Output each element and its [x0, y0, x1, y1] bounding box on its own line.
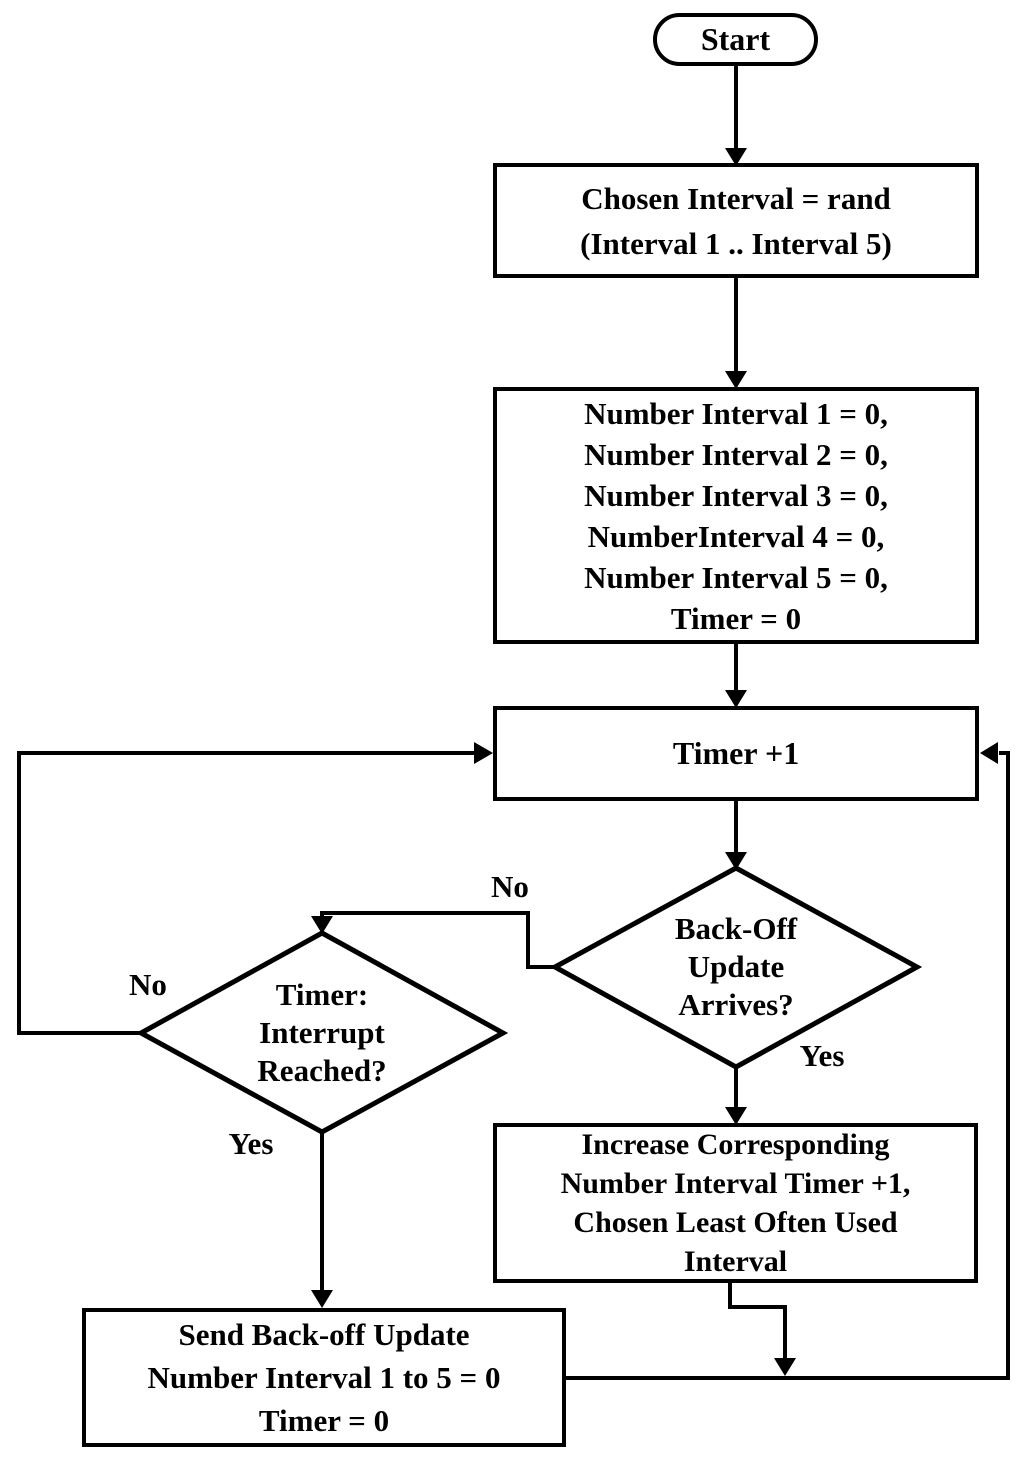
interrupt-line: Reached?: [257, 1053, 387, 1088]
send-line: Timer = 0: [258, 1403, 390, 1438]
init-line: Number Interval 1 = 0,: [584, 395, 888, 431]
start-terminator: Start: [653, 13, 818, 66]
init-line: Number Interval 5 = 0,: [584, 559, 888, 595]
arrowhead-into-timer-right: [980, 742, 998, 764]
edge-send-feedback-to-timer: [565, 751, 1010, 1380]
edge-backoff-no-to-interrupt: [320, 911, 557, 969]
increase-line: Chosen Least Often Used: [573, 1206, 898, 1239]
send-line: Number Interval 1 to 5 = 0: [147, 1360, 501, 1395]
arrowhead-into-chosen: [725, 148, 747, 166]
edge-increase-to-junction: [728, 1281, 787, 1358]
interrupt-yes-label: Yes: [228, 1126, 274, 1161]
increase-line: Interval: [683, 1245, 788, 1278]
arrowhead-into-increase: [725, 1107, 747, 1125]
send-line: Send Back-off Update: [178, 1317, 470, 1352]
send-backoff-box: Send Back-off Update Number Interval 1 t…: [82, 1308, 566, 1447]
chosen-interval-box: Chosen Interval = rand (Interval 1 .. In…: [493, 163, 979, 278]
arrowhead-into-junction: [774, 1358, 796, 1376]
interrupt-no-label: No: [129, 967, 167, 1002]
arrowhead-into-timer-left: [474, 742, 493, 764]
init-counters-box: Number Interval 1 = 0, Number Interval 2…: [493, 387, 979, 644]
init-line: Timer = 0: [670, 600, 802, 636]
interrupt-line: Interrupt: [259, 1015, 385, 1050]
init-line: Number Interval 3 = 0,: [584, 477, 888, 513]
interrupt-diamond-text: Timer: Interrupt Reached?: [172, 976, 472, 1090]
backoff-line: Update: [687, 949, 785, 984]
increase-corresponding-box: Increase Corresponding Number Interval T…: [493, 1123, 978, 1283]
backoff-line: Back-Off: [674, 911, 798, 946]
chosen-interval-line: (Interval 1 .. Interval 5): [580, 225, 892, 261]
backoff-diamond-text: Back-Off Update Arrives?: [586, 910, 886, 1024]
init-line: NumberInterval 4 = 0,: [587, 518, 885, 554]
increase-line: Number Interval Timer +1,: [560, 1167, 911, 1200]
arrowhead-into-timer-top: [725, 690, 747, 708]
timer-increment-box: Timer +1: [493, 706, 979, 801]
arrowhead-into-init: [725, 371, 747, 389]
backoff-line: Arrives?: [678, 987, 794, 1022]
chosen-interval-line: Chosen Interval = rand: [581, 180, 891, 216]
backoff-yes-label: Yes: [799, 1038, 845, 1073]
arrowhead-into-send: [311, 1290, 333, 1308]
init-line: Number Interval 2 = 0,: [584, 436, 888, 472]
interrupt-line: Timer:: [275, 977, 369, 1012]
interrupt-diamond-shape: [135, 930, 509, 1135]
edge-interrupt-no-feedback-to-timer: [17, 751, 474, 1035]
start-label: Start: [700, 21, 771, 57]
backoff-diamond-shape: [549, 865, 923, 1070]
arrowhead-into-backoff: [725, 852, 747, 870]
increase-line: Increase Corresponding: [581, 1128, 890, 1161]
timer-increment-label: Timer +1: [672, 735, 800, 771]
backoff-no-label: No: [491, 869, 529, 904]
arrowhead-into-interrupt: [311, 916, 333, 934]
